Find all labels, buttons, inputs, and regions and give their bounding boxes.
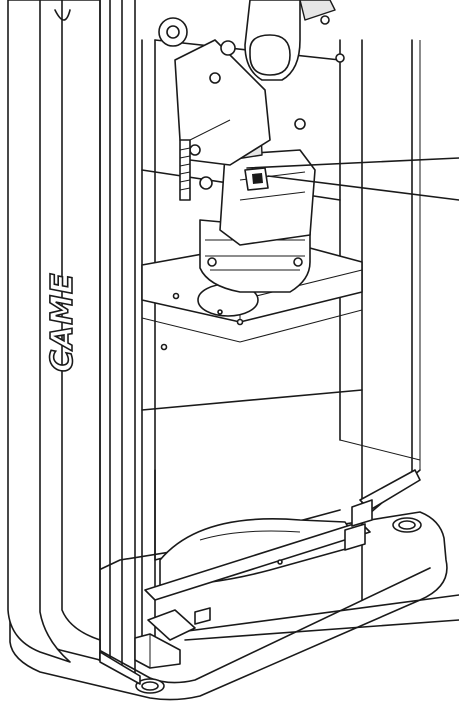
upper-mechanism (158, 0, 345, 201)
motor-housing (219, 149, 316, 246)
leader-line-upper-1 (246, 157, 459, 169)
leader-line-lower-2 (184, 619, 459, 641)
spring (179, 139, 191, 201)
cable-clamp (147, 609, 196, 641)
brand-logo: CAME (45, 272, 80, 372)
leader-line-upper-2 (267, 175, 459, 201)
leader-lines (179, 157, 459, 641)
column-cap-detail (54, 9, 71, 21)
base-plate (9, 511, 448, 701)
leader-line-lower-1 (179, 594, 459, 633)
bottom-rails (134, 469, 421, 669)
column-panel: CAME (7, 0, 141, 685)
